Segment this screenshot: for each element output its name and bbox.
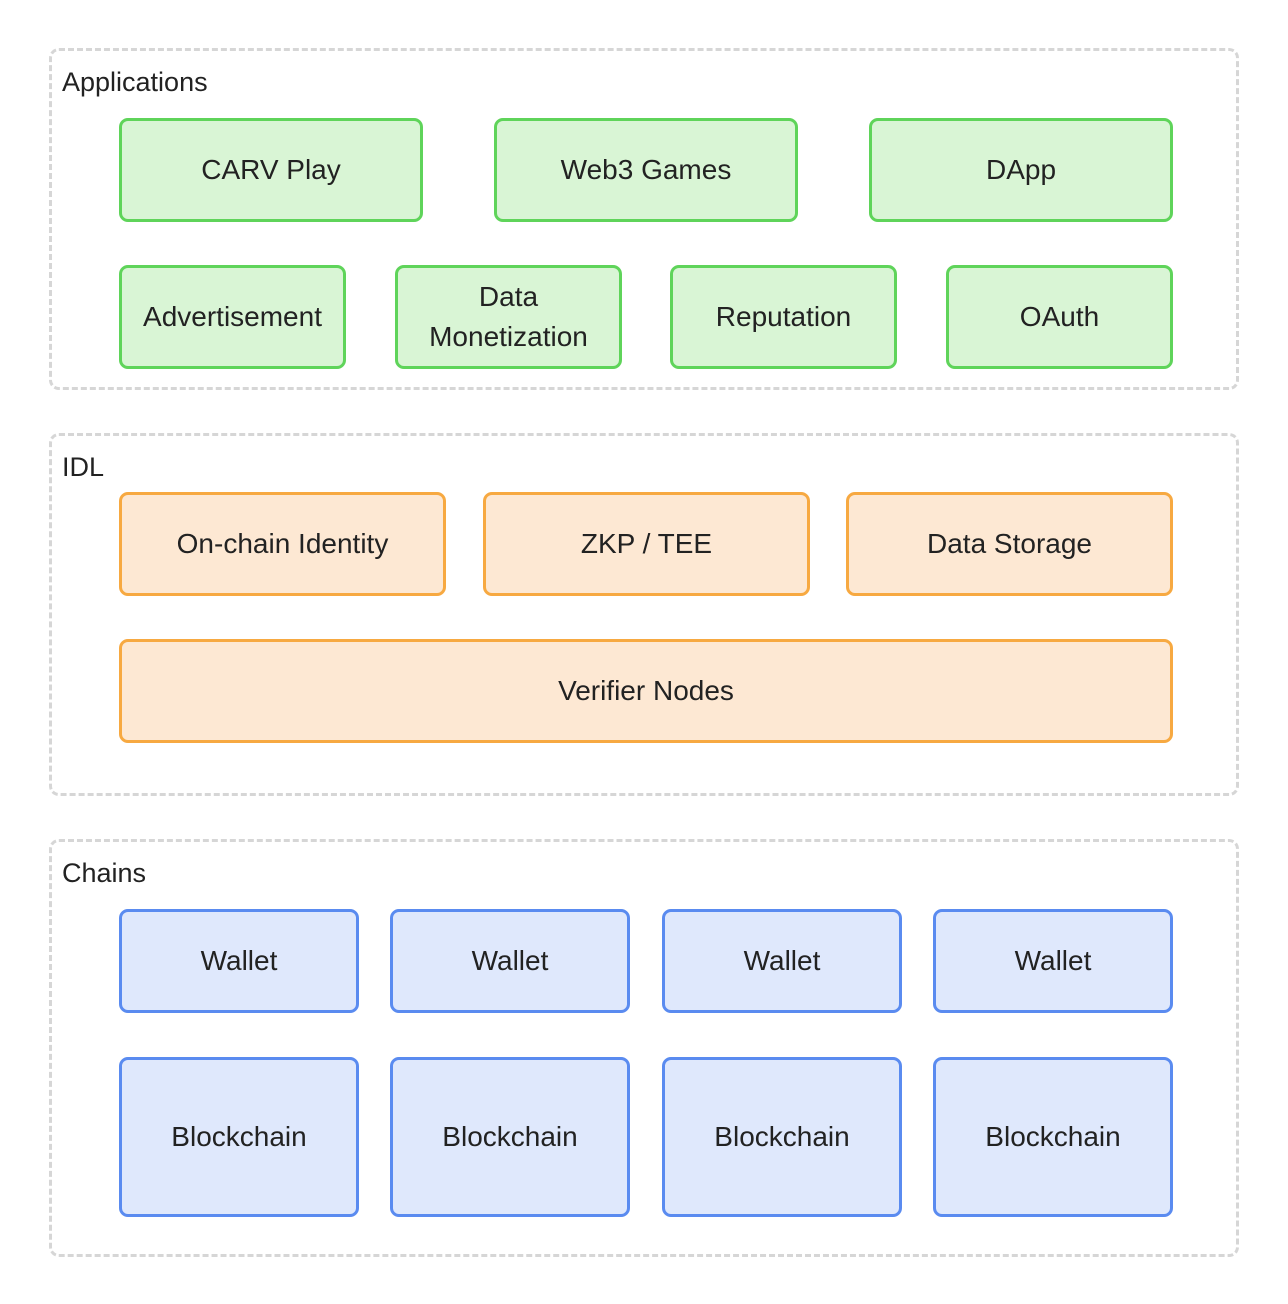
onchain-identity-node: On-chain Identity: [119, 492, 446, 596]
wallet-node: Wallet: [119, 909, 359, 1013]
blockchain-node: Blockchain: [933, 1057, 1173, 1217]
idl-group-title: IDL: [62, 452, 105, 482]
dapp-node: DApp: [869, 118, 1173, 222]
blockchain-node: Blockchain: [390, 1057, 630, 1217]
blockchain-node: Blockchain: [662, 1057, 902, 1217]
reputation-node: Reputation: [670, 265, 897, 369]
advertisement-node: Advertisement: [119, 265, 346, 369]
idl-group: IDL: [49, 433, 1239, 796]
wallet-node: Wallet: [662, 909, 902, 1013]
wallet-node: Wallet: [933, 909, 1173, 1013]
data-monetization-node: Data Monetization: [395, 265, 622, 369]
wallet-node: Wallet: [390, 909, 630, 1013]
oauth-node: OAuth: [946, 265, 1173, 369]
data-storage-node: Data Storage: [846, 492, 1173, 596]
chains-group: Chains: [49, 839, 1239, 1257]
applications-group: Applications: [49, 48, 1239, 390]
blockchain-node: Blockchain: [119, 1057, 359, 1217]
zkp-tee-node: ZKP / TEE: [483, 492, 810, 596]
web3-games-node: Web3 Games: [494, 118, 798, 222]
verifier-nodes-node: Verifier Nodes: [119, 639, 1173, 743]
carv-play-node: CARV Play: [119, 118, 423, 222]
chains-group-title: Chains: [62, 858, 147, 888]
applications-group-title: Applications: [62, 67, 208, 97]
